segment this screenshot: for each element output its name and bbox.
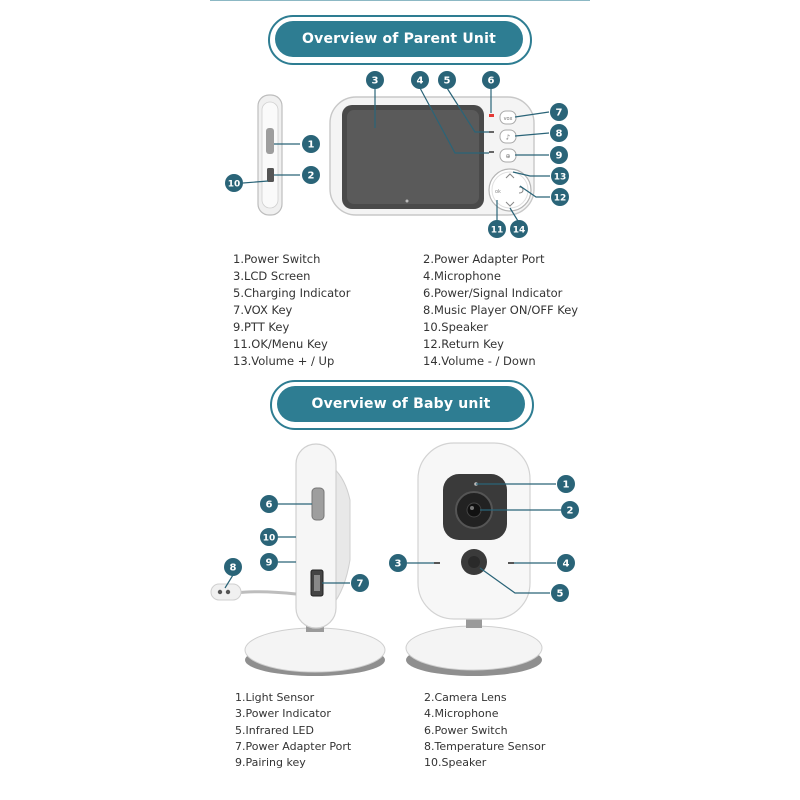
svg-text:ok: ok — [495, 189, 501, 195]
baby-legend-item: 7.Power Adapter Port — [235, 739, 352, 753]
baby-unit-front-view — [405, 442, 543, 676]
svg-text:♪: ♪ — [506, 134, 510, 142]
parent-unit-heading: Overview of Parent Unit — [275, 21, 523, 57]
parent-legend-item: 8.Music Player ON/OFF Key — [423, 303, 579, 317]
parent-callout-3: 3 — [372, 76, 379, 87]
microphone-hole — [489, 151, 494, 153]
baby-unit-heading: Overview of Baby unit — [277, 386, 525, 422]
parent-legend-item: 7.VOX Key — [233, 303, 293, 317]
baby-callout-2: 2 — [567, 506, 574, 517]
baby-callout-4: 4 — [563, 559, 570, 570]
parent-legend-item: 13.Volume + / Up — [233, 354, 335, 368]
parent-legend-item: 5.Charging Indicator — [233, 286, 351, 300]
parent-legend-item: 9.PTT Key — [233, 320, 290, 334]
parent-legend-item: 2.Power Adapter Port — [423, 252, 545, 266]
baby-callout-8: 8 — [230, 563, 237, 574]
parent-legend-item: 1.Power Switch — [233, 252, 321, 266]
power-switch-button — [311, 487, 325, 521]
parent-callout-8: 8 — [556, 129, 563, 140]
power-switch-slider — [266, 128, 274, 154]
parent-callout-11: 11 — [491, 226, 504, 236]
baby-legend-item: 10.Speaker — [424, 756, 487, 770]
parent-callout-4: 4 — [417, 76, 424, 87]
baby-legend-item: 2.Camera Lens — [424, 691, 507, 704]
baby-callout-5: 5 — [557, 589, 564, 600]
navigation-pad — [488, 168, 532, 212]
parent-callout-10: 10 — [228, 180, 241, 190]
parent-unit-legend-left: 1.Power Switch 3.LCD Screen 5.Charging I… — [233, 251, 350, 370]
parent-legend-item: 10.Speaker — [423, 320, 489, 334]
parent-legend-item: 14.Volume - / Down — [423, 354, 536, 368]
vox-key — [499, 110, 517, 125]
parent-unit-front-view: vox ♪ ⊕ ok — [329, 96, 535, 216]
baby-legend-item: 1.Light Sensor — [235, 691, 315, 704]
power-adapter-port — [267, 168, 274, 182]
top-divider — [210, 0, 590, 1]
parent-callout-2: 2 — [308, 171, 315, 182]
baby-callout-9: 9 — [266, 558, 273, 569]
parent-legend-item: 3.LCD Screen — [233, 269, 311, 283]
baby-callout-6: 6 — [266, 500, 273, 511]
baby-unit-side-view — [210, 443, 386, 676]
parent-callout-1: 1 — [308, 140, 315, 151]
baby-unit-legend-right: 2.Camera Lens 4.Microphone 6.Power Switc… — [424, 690, 545, 771]
baby-callout-7: 7 — [357, 579, 364, 590]
parent-callout-9: 9 — [556, 151, 563, 162]
power-indicator — [434, 562, 440, 564]
parent-legend-item: 12.Return Key — [423, 337, 504, 351]
parent-unit-leader-lines — [242, 87, 550, 222]
baby-legend-item: 8.Temperature Sensor — [424, 739, 546, 753]
baby-legend-item: 3.Power Indicator — [235, 707, 331, 721]
baby-unit-leader-lines — [224, 483, 561, 594]
parent-callout-13: 13 — [554, 173, 567, 183]
parent-unit-callout-circles — [225, 71, 569, 238]
charging-led — [489, 131, 494, 133]
baby-legend-item: 5.Infrared LED — [235, 723, 314, 737]
temperature-sensor-cable — [235, 590, 297, 596]
baby-unit-callout-numbers: 6 10 9 8 7 1 2 3 4 5 — [230, 480, 574, 600]
parent-callout-6: 6 — [488, 76, 495, 87]
power-signal-led — [489, 114, 494, 117]
baby-unit-callout-circles — [224, 475, 579, 602]
parent-callout-7: 7 — [556, 108, 563, 119]
parent-callout-5: 5 — [444, 76, 451, 87]
svg-text:vox: vox — [504, 116, 513, 122]
baby-callout-1: 1 — [563, 480, 570, 491]
parent-legend-item: 6.Power/Signal Indicator — [423, 286, 563, 300]
baby-legend-item: 6.Power Switch — [424, 723, 508, 737]
baby-legend-item: 9.Pairing key — [235, 756, 306, 770]
parent-legend-item: 11.OK/Menu Key — [233, 337, 328, 351]
parent-unit-callout-numbers: 1 2 10 3 4 5 6 7 8 9 13 12 11 14 — [228, 76, 567, 236]
svg-text:⊕: ⊕ — [505, 153, 510, 160]
microphone-hole — [508, 562, 514, 564]
parent-legend-item: 4.Microphone — [423, 269, 501, 283]
parent-callout-12: 12 — [554, 194, 567, 204]
parent-callout-14: 14 — [513, 226, 526, 236]
baby-callout-3: 3 — [395, 559, 402, 570]
baby-legend-item: 4.Microphone — [424, 707, 499, 721]
parent-unit-legend-right: 2.Power Adapter Port 4.Microphone 6.Powe… — [423, 251, 578, 370]
baby-callout-10: 10 — [263, 534, 276, 544]
baby-unit-legend-left: 1.Light Sensor 3.Power Indicator 5.Infra… — [235, 690, 351, 771]
